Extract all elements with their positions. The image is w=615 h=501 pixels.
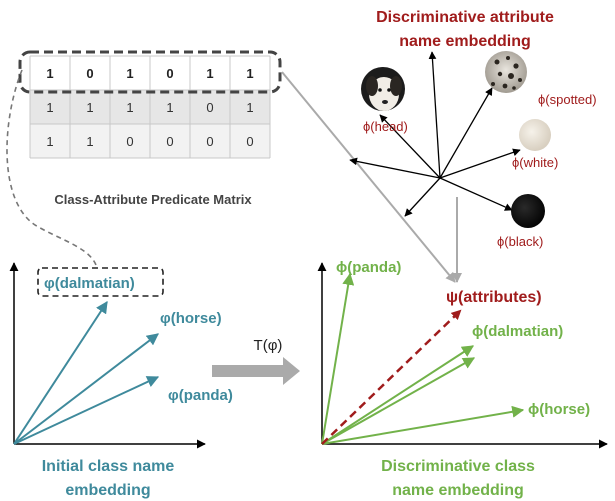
- label-d-panda: ϕ(panda): [336, 259, 401, 276]
- vector-d-dalmatian: [321, 345, 475, 445]
- predicate-matrix: 1 0 1 0 1 1 1 1 1 1 0 1 1 1 0 0 0 0 Clas…: [18, 50, 282, 207]
- vector-panda: [13, 376, 160, 445]
- axis-black: [439, 177, 513, 211]
- vector-horse: [13, 333, 159, 445]
- matrix-cell: 0: [246, 134, 253, 149]
- label-d-dalmatian: ϕ(dalmatian): [472, 323, 563, 340]
- label-psi-attributes: ψ(attributes): [446, 289, 542, 306]
- label-initial-dalmatian: φ(dalmatian): [44, 275, 135, 292]
- dashed-connector: [6, 69, 98, 269]
- matrix-cell: 0: [166, 66, 173, 81]
- matrix-cell: 0: [206, 100, 213, 115]
- matrix-cell: 0: [86, 66, 93, 81]
- discriminative-vectors: [321, 272, 525, 445]
- transform-label: T(φ): [254, 337, 283, 354]
- discriminative-caption-line1: Discriminative class: [381, 458, 535, 475]
- label-phi-head: ϕ(head): [363, 119, 408, 134]
- transform-arrow: [212, 357, 300, 385]
- discriminative-axes: [317, 262, 608, 449]
- matrix-cell: 1: [246, 66, 253, 81]
- matrix-caption: Class-Attribute Predicate Matrix: [54, 192, 252, 207]
- label-phi-white: ϕ(white): [512, 155, 558, 170]
- matrix-cell: 1: [46, 134, 53, 149]
- axis-head: [379, 114, 441, 179]
- matrix-cell: 1: [166, 100, 173, 115]
- label-initial-horse: φ(horse): [160, 310, 222, 327]
- label-phi-spotted: ϕ(spotted): [538, 92, 597, 107]
- matrix-cell: 1: [46, 100, 53, 115]
- matrix-cell: 1: [86, 100, 93, 115]
- matrix-grid: [29, 55, 271, 159]
- axis-white: [439, 148, 521, 179]
- attribute-embedding-title-line1: Discriminative attribute: [376, 9, 554, 26]
- axis-extra-1: [404, 177, 441, 217]
- dalmatian-label-box: [37, 267, 164, 297]
- initial-caption-line2: embedding: [65, 482, 150, 499]
- matrix-cell: 1: [46, 66, 53, 81]
- matrix-cell: 0: [206, 134, 213, 149]
- matrix-cell: 1: [126, 100, 133, 115]
- matrix-cell: 1: [126, 66, 133, 81]
- thumbnail-black: [511, 194, 545, 228]
- vector-psi-attributes: [321, 309, 462, 445]
- vector-d-panda: [321, 272, 355, 445]
- matrix-cell: 1: [206, 66, 213, 81]
- axis-extra-3: [428, 51, 441, 179]
- matrix-cell: 1: [86, 134, 93, 149]
- label-phi-black: ϕ(black): [497, 234, 543, 249]
- axis-spotted: [439, 87, 493, 179]
- vector-d-horse: [321, 405, 525, 445]
- label-d-horse: ϕ(horse): [528, 401, 590, 418]
- attribute-embedding-title-line2: name embedding: [399, 33, 531, 50]
- matrix-cell: 1: [246, 100, 253, 115]
- vector-dalmatian: [13, 300, 108, 445]
- label-initial-panda: φ(panda): [168, 387, 233, 404]
- initial-vectors: [13, 300, 160, 445]
- dalmatian-row-highlight: [18, 50, 282, 94]
- thumbnail-spotted: [485, 51, 527, 93]
- attribute-axes: [349, 51, 521, 217]
- matrix-to-attributes-arrow: [281, 71, 456, 283]
- matrix-cell: 0: [166, 134, 173, 149]
- vector-d-dalmatian-2: [321, 357, 476, 445]
- discriminative-caption-line2: name embedding: [392, 482, 524, 499]
- matrix-cell: 0: [126, 134, 133, 149]
- initial-axes: [9, 262, 206, 449]
- thumbnail-white: [519, 119, 551, 151]
- axis-extra-2: [349, 157, 441, 179]
- thumbnail-head: [361, 67, 405, 111]
- initial-caption-line1: Initial class name: [42, 458, 175, 475]
